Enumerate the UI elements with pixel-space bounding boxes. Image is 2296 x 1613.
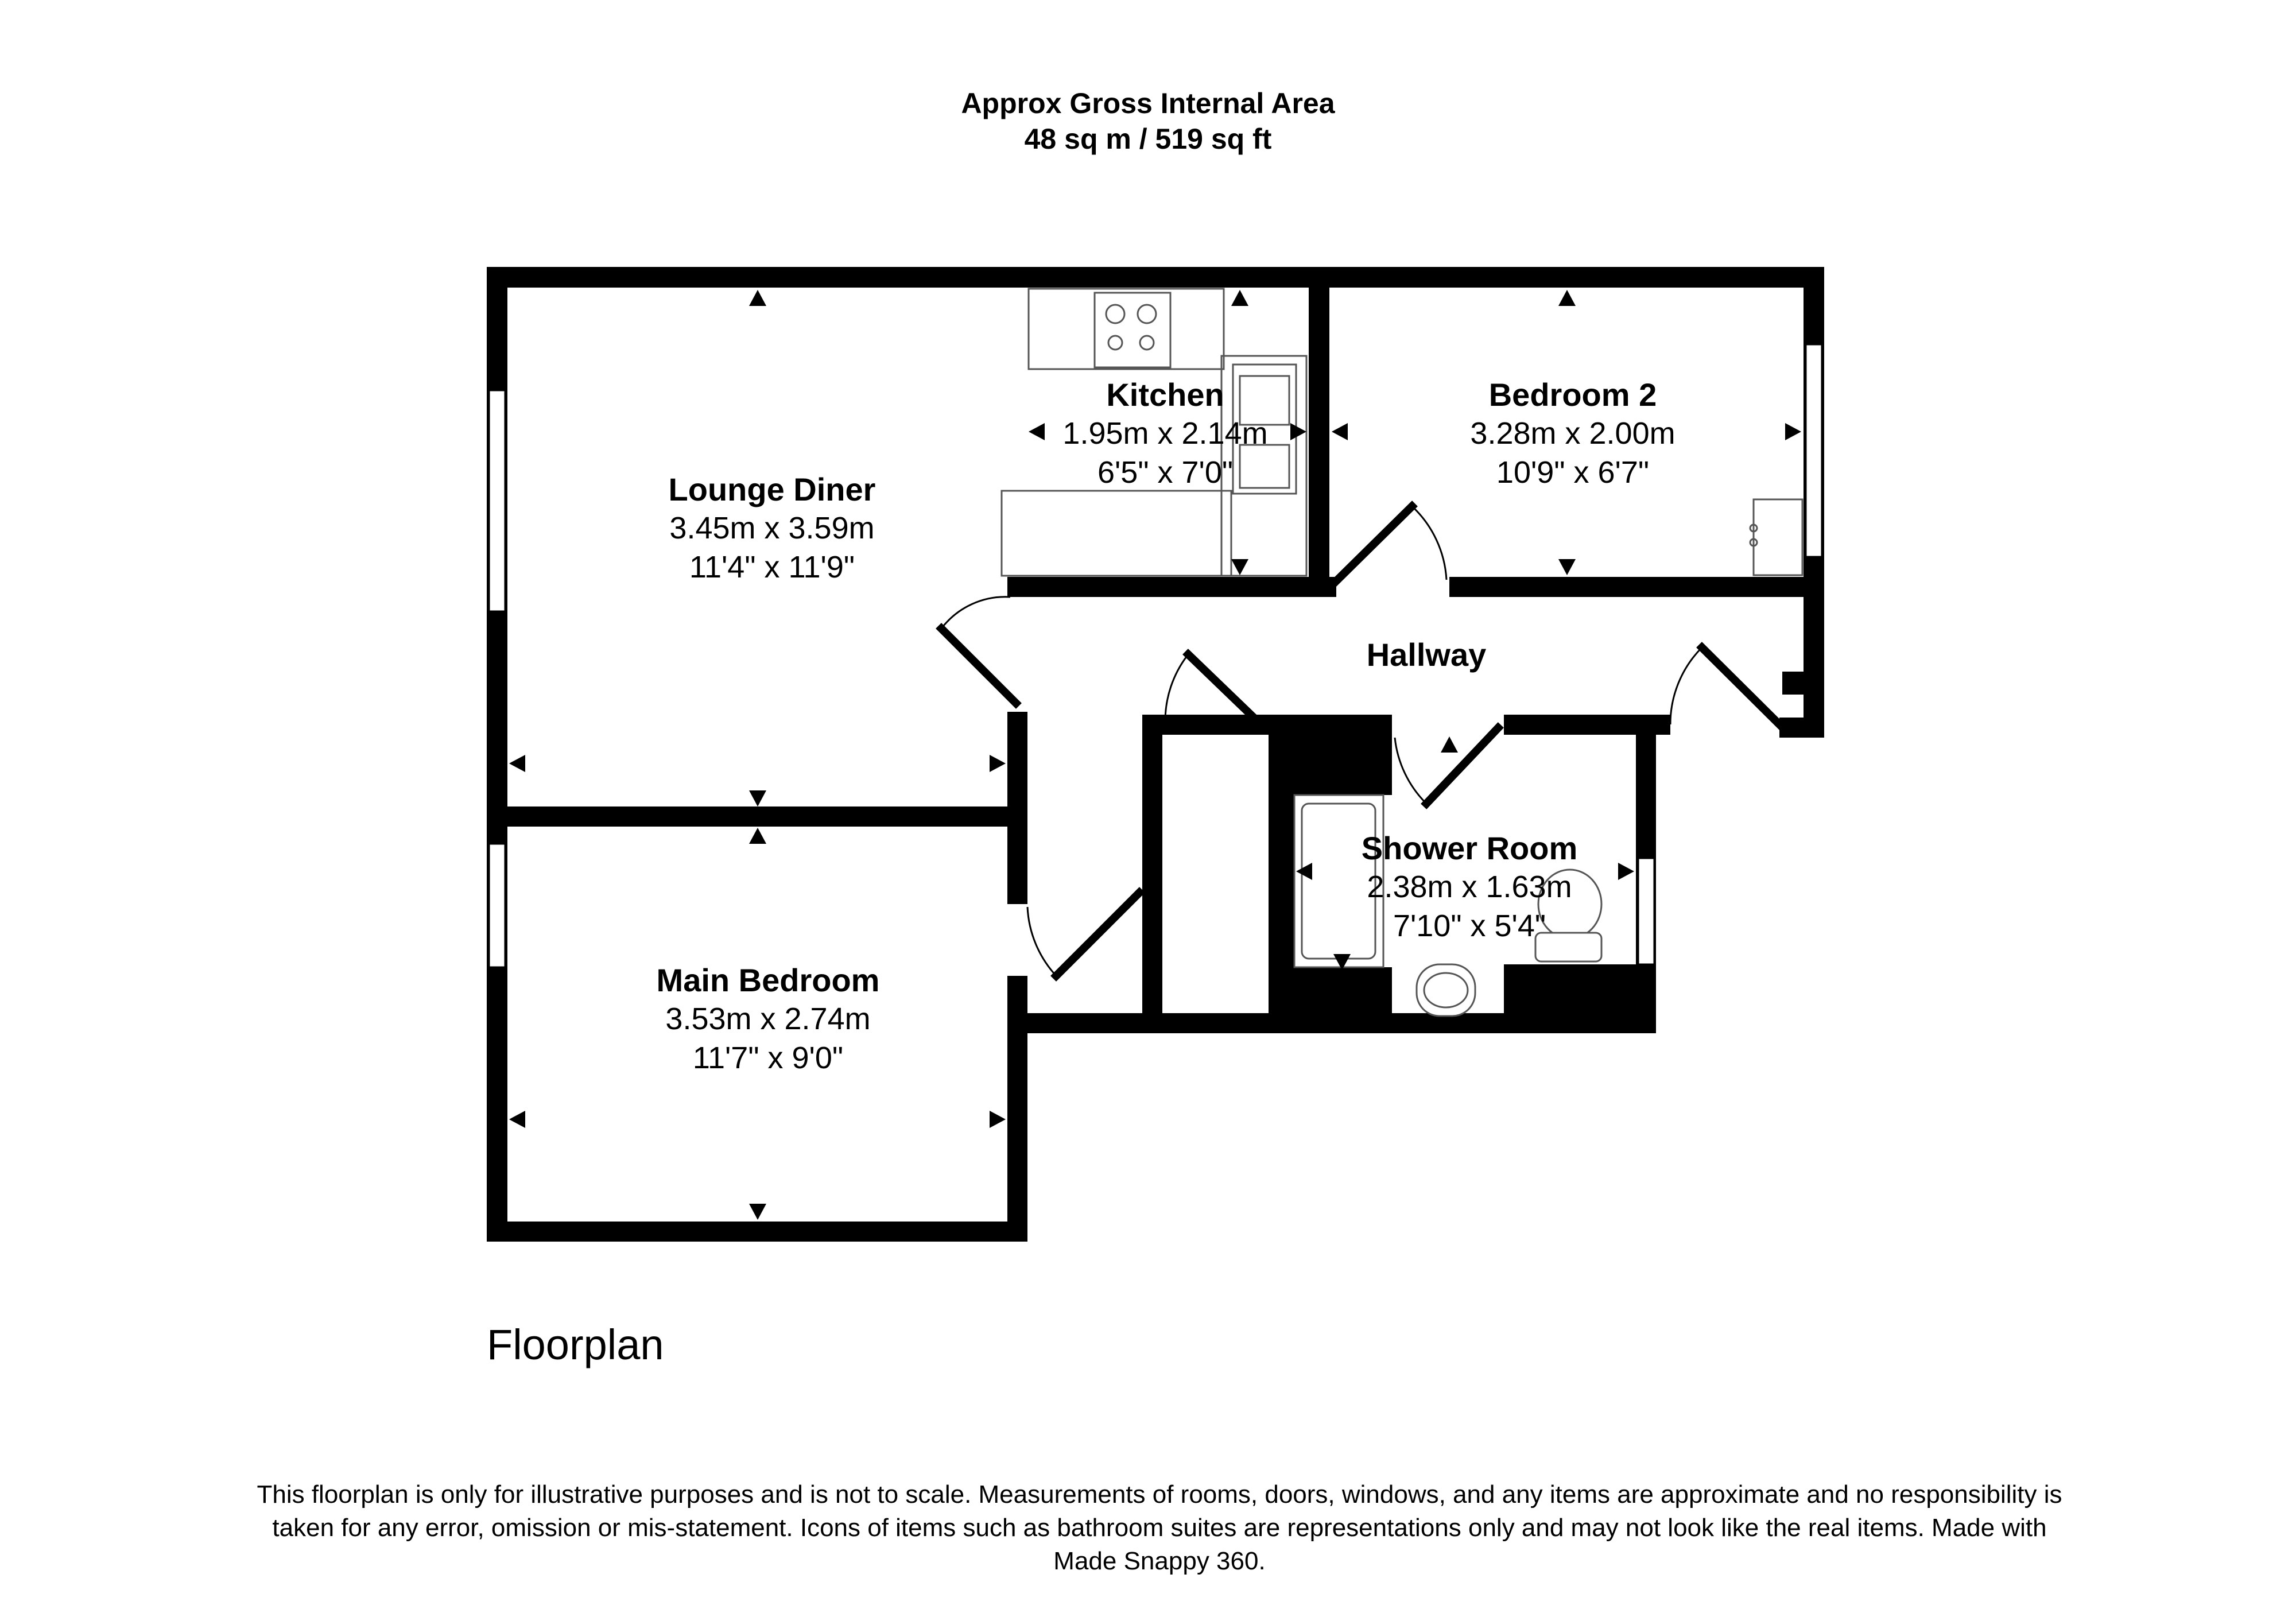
room-hallway: Hallway bbox=[1366, 637, 1487, 673]
doors bbox=[936, 501, 1785, 982]
room-name: Lounge Diner bbox=[668, 471, 876, 507]
disclaimer-text: This floorplan is only for illustrative … bbox=[257, 1480, 2062, 1575]
room-lounge-diner: Lounge Diner 3.45m x 3.59m 11'4" x 11'9" bbox=[669, 471, 876, 587]
area-title: Approx Gross Internal Area bbox=[961, 87, 1335, 119]
room-kitchen: Kitchen 1.95m x 2.14m 6'5" x 7'0" bbox=[1062, 376, 1267, 492]
room-imperial: 11'7" x 9'0" bbox=[692, 1041, 844, 1075]
room-imperial: 6'5" x 7'0" bbox=[1097, 455, 1234, 490]
floorplan-caption: Floorplan bbox=[487, 1321, 664, 1368]
room-name: Shower Room bbox=[1361, 830, 1578, 866]
room-imperial: 7'10" x 5'4" bbox=[1393, 909, 1546, 943]
windows bbox=[488, 343, 1823, 968]
room-name: Kitchen bbox=[1106, 377, 1224, 413]
room-metric: 2.38m x 1.63m bbox=[1367, 870, 1572, 904]
area-value: 48 sq m / 519 sq ft bbox=[1024, 123, 1272, 155]
dimension-arrows bbox=[509, 290, 1801, 1220]
room-metric: 3.45m x 3.59m bbox=[669, 511, 875, 545]
room-metric: 3.53m x 2.74m bbox=[665, 1002, 871, 1036]
room-metric: 3.28m x 2.00m bbox=[1470, 416, 1676, 451]
room-metric: 1.95m x 2.14m bbox=[1062, 416, 1268, 451]
room-name: Bedroom 2 bbox=[1488, 377, 1657, 413]
bedroom2-fixture bbox=[1749, 498, 1804, 576]
room-shower-room: Shower Room 2.38m x 1.63m 7'10" x 5'4" bbox=[1362, 829, 1577, 945]
room-main-bedroom: Main Bedroom 3.53m x 2.74m 11'7" x 9'0" bbox=[657, 961, 880, 1077]
room-name: Main Bedroom bbox=[656, 962, 880, 998]
room-bedroom-2: Bedroom 2 3.28m x 2.00m 10'9" x 6'7" bbox=[1470, 376, 1675, 492]
room-imperial: 11'4" x 11'9" bbox=[689, 550, 855, 584]
shower-fixtures bbox=[1293, 794, 1603, 1017]
room-imperial: 10'9" x 6'7" bbox=[1496, 455, 1650, 490]
